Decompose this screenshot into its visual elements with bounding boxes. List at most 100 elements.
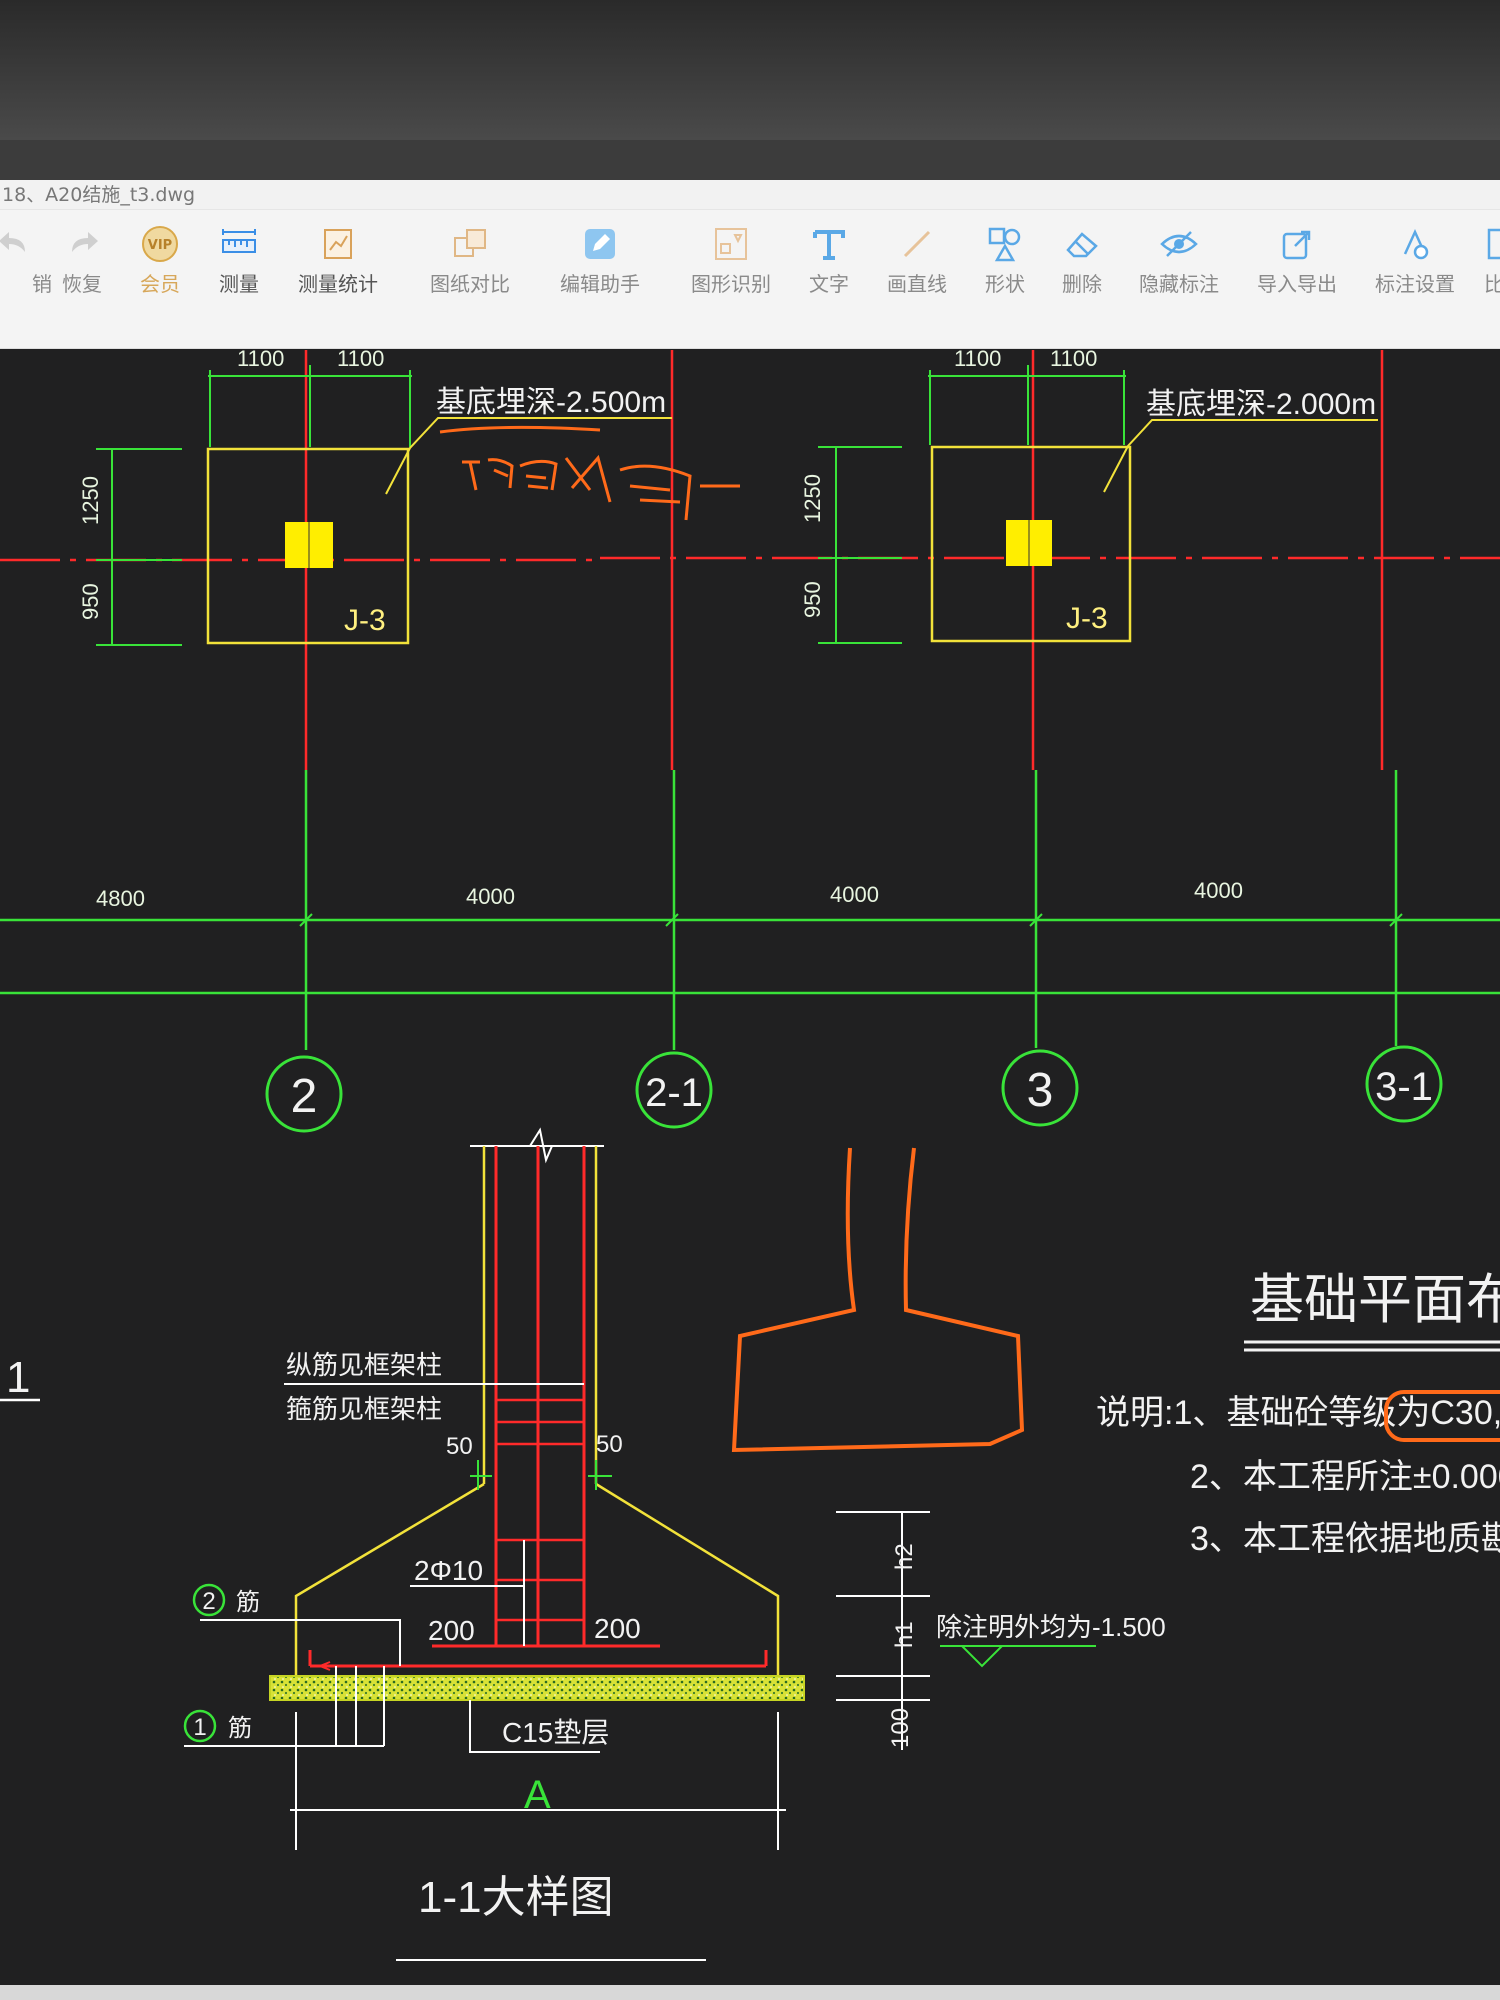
span-dimensions: 4800 4000 4000 4000 <box>96 878 1243 911</box>
shape-recognition-button[interactable]: 图形识别 <box>676 218 786 308</box>
redo-label: 恢复 <box>62 272 102 296</box>
right-dim-top-2: 1100 <box>1050 349 1097 371</box>
span-4: 4000 <box>1194 878 1243 903</box>
right-footing-tag: J-3 <box>1066 602 1108 635</box>
hide-marks-label: 隐藏标注 <box>1139 272 1219 296</box>
line-label: 画直线 <box>887 272 947 296</box>
dim-50-right: 50 <box>596 1431 623 1458</box>
bar1-label: 筋 <box>228 1715 252 1742</box>
import-export-button[interactable]: 导入导出 <box>1242 218 1352 308</box>
hide-marks-button[interactable]: 隐藏标注 <box>1124 218 1234 308</box>
measure-stats-button[interactable]: 测量统计 <box>283 218 393 308</box>
delete-label: 删除 <box>1062 272 1102 296</box>
rebar-2phi10: 2Φ10 <box>414 1555 483 1586</box>
left-dim-side-1: 1250 <box>78 476 103 525</box>
shapes-icon <box>988 227 1021 262</box>
text-button[interactable]: 文字 <box>774 218 884 308</box>
undo-label: 销 <box>32 272 52 296</box>
undo-button[interactable]: 销 <box>0 218 70 308</box>
redo-button[interactable]: 恢复 <box>27 218 137 308</box>
label-long-bars: 纵筋见框架柱 <box>286 1350 442 1380</box>
span-3: 4000 <box>830 882 879 907</box>
shapes-button[interactable]: 形状 <box>950 218 1060 308</box>
bar2-label: 筋 <box>236 1589 260 1616</box>
markup-scribble <box>439 425 740 521</box>
plan-notes: 基础平面布置 说明:1、基础砼等级为C30,垫层砼 2、本工程所注±0.000相… <box>1096 1270 1500 1558</box>
bar2-number: 2 <box>202 1588 215 1615</box>
left-footing-tag: J-3 <box>344 604 386 637</box>
measure-button[interactable]: 测量 <box>184 218 294 308</box>
mark-settings-button[interactable]: 标注设置 <box>1360 218 1470 308</box>
drawing-canvas[interactable]: J-3 1100 1100 1250 950 基底埋深-2.500m <box>0 349 1500 1985</box>
width-label: A <box>524 1773 551 1817</box>
delete-button[interactable]: 删除 <box>1027 218 1137 308</box>
line-button[interactable]: 画直线 <box>862 218 972 308</box>
monitor-bezel <box>0 0 1500 140</box>
export-icon <box>1282 230 1311 260</box>
dim-200-right: 200 <box>594 1613 641 1644</box>
right-dim-side-2: 950 <box>800 581 825 618</box>
dim-h2: h2 <box>891 1543 918 1570</box>
dim-100: 100 <box>887 1708 914 1748</box>
markup-t-shape <box>731 1147 1025 1453</box>
shape-recognition-label: 图形识别 <box>691 272 771 296</box>
height-dimensions: h2 h1 100 除注明外均为-1.500 <box>836 1511 1166 1750</box>
compare-label: 图纸对比 <box>430 272 510 296</box>
eye-hide-icon <box>1160 231 1198 257</box>
detail-title: 1-1大样图 <box>418 1873 614 1922</box>
right-dim-top-1: 1100 <box>954 349 1001 371</box>
more-icon <box>1487 228 1500 260</box>
cad-drawing: J-3 1100 1100 1250 950 基底埋深-2.500m <box>0 349 1500 1961</box>
left-footing[interactable]: J-3 1100 1100 1250 950 基底埋深-2.500m <box>78 349 672 646</box>
text-icon <box>813 230 845 260</box>
bottom-strip <box>0 1985 1500 2000</box>
edit-icon <box>585 229 615 259</box>
axis-lines <box>0 350 1500 1050</box>
shape-recognition-icon <box>715 228 747 260</box>
settings-icon <box>1403 228 1429 260</box>
axis-label-3-1: 3-1 <box>1375 1065 1433 1109</box>
vip-icon: VIP <box>142 226 178 262</box>
left-dim-side-2: 950 <box>78 583 103 620</box>
vip-button[interactable]: VIP 会员 <box>105 218 215 308</box>
axis-bubbles: 2 2-1 3 3-1 <box>265 1045 1443 1133</box>
eraser-icon <box>1066 232 1098 258</box>
note-2: 2、本工程所注±0.000相 <box>1190 1458 1500 1496</box>
dim-200-left: 200 <box>428 1615 475 1646</box>
axis-label-2-1: 2-1 <box>645 1071 703 1115</box>
right-dim-side-1: 1250 <box>800 474 825 523</box>
elevation-note: 除注明外均为-1.500 <box>936 1612 1166 1642</box>
axis-label-3: 3 <box>1027 1064 1054 1117</box>
axis-label-2: 2 <box>291 1070 318 1123</box>
dim-50-left: 50 <box>446 1433 473 1460</box>
footing-section-detail[interactable]: 纵筋见框架柱 箍筋见框架柱 50 50 2Φ10 200 200 2 筋 1 筋… <box>183 1127 805 1961</box>
import-export-label: 导入导出 <box>1257 272 1337 296</box>
dim-h1: h1 <box>891 1621 918 1648</box>
left-dim-top-2: 1100 <box>337 349 384 371</box>
compare-icon <box>454 229 486 257</box>
measure-stats-label: 测量统计 <box>298 272 378 296</box>
toolbar: 销 恢复 VIP 会员 测量 测量统计 <box>0 210 1500 349</box>
vip-label: 会员 <box>140 272 180 296</box>
plan-title: 基础平面布置 <box>1250 1270 1500 1330</box>
right-depth-label: 基底埋深-2.000m <box>1146 388 1376 421</box>
window-title: 18、A20结施_t3.dwg <box>0 180 1500 210</box>
measure-label: 测量 <box>219 272 259 296</box>
span-2: 4000 <box>466 884 515 909</box>
redo-icon <box>72 232 98 252</box>
compare-button[interactable]: 图纸对比 <box>415 218 525 308</box>
note-1: 说明:1、基础砼等级为C30,垫层砼 <box>1096 1394 1500 1432</box>
left-edge-mark: 1 <box>6 1353 30 1402</box>
edit-helper-label: 编辑助手 <box>560 272 640 296</box>
bar1-number: 1 <box>193 1714 206 1741</box>
line-icon <box>903 230 931 258</box>
span-1: 4800 <box>96 886 145 911</box>
right-footing[interactable]: J-3 1100 1100 1250 950 基底埋深-2.000m <box>800 349 1378 644</box>
edit-helper-button[interactable]: 编辑助手 <box>545 218 655 308</box>
undo-icon <box>0 232 25 252</box>
ruler-icon <box>222 229 256 253</box>
left-dim-top-1: 1100 <box>237 349 284 371</box>
more-label: 比 <box>1484 272 1500 296</box>
pad-label: C15垫层 <box>502 1717 609 1748</box>
more-button[interactable]: 比 <box>1440 218 1500 308</box>
